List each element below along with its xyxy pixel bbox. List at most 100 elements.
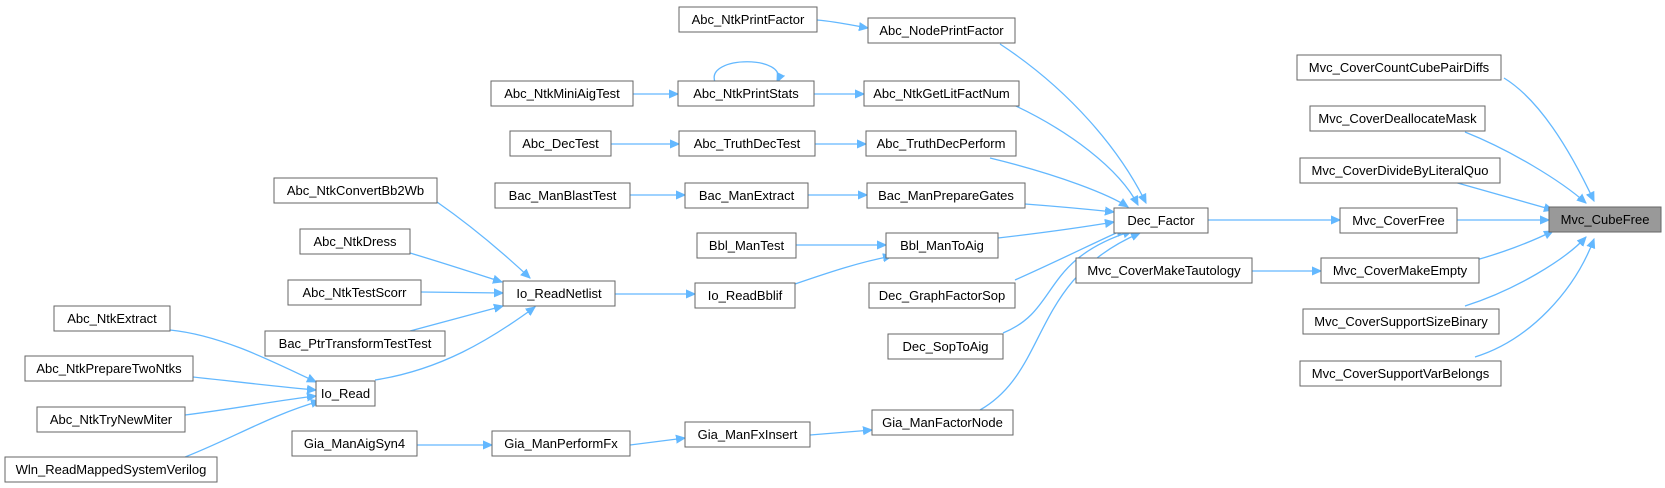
edges	[169, 19, 1594, 460]
edge-factornode-decfactor	[979, 233, 1140, 411]
node-mvc-cover-support-size-binary[interactable]: Mvc_CoverSupportSizeBinary	[1302, 308, 1500, 335]
node-abc-ntk-extract[interactable]: Abc_NtkExtract	[53, 305, 171, 332]
node-box	[887, 333, 1004, 360]
edge-printstats-self	[713, 61, 778, 82]
node-box	[696, 232, 797, 259]
node-label: Abc_DecTest	[522, 136, 599, 151]
edge-trynewmiter-ioread	[184, 396, 316, 416]
node-gia-man-fx-insert[interactable]: Gia_ManFxInsert	[684, 421, 811, 448]
edge-ntkprintfactor-nodeprintfactor	[816, 19, 868, 28]
edge-soptoaig-decfactor	[1002, 231, 1132, 334]
node-label: Dec_GraphFactorSop	[879, 288, 1005, 303]
node-abc-ntk-convert-bb2-wb[interactable]: Abc_NtkConvertBb2Wb	[273, 177, 438, 204]
node-box	[1548, 206, 1662, 233]
node-gia-man-perform-fx[interactable]: Gia_ManPerformFx	[491, 430, 631, 457]
node-abc-ntk-print-stats[interactable]: Abc_NtkPrintStats	[677, 80, 815, 107]
node-box	[1296, 54, 1502, 81]
node-label: Dec_SopToAig	[903, 339, 989, 354]
node-label: Gia_ManAigSyn4	[304, 436, 405, 451]
node-label: Mvc_CoverFree	[1352, 213, 1444, 228]
node-mvc-cover-make-tautology[interactable]: Mvc_CoverMakeTautology	[1075, 257, 1253, 284]
node-bac-ptr-transform-test-test[interactable]: Bac_PtrTransformTestTest	[264, 330, 446, 357]
node-bac-man-extract[interactable]: Bac_ManExtract	[684, 182, 809, 209]
node-bac-man-blast-test[interactable]: Bac_ManBlastTest	[494, 182, 631, 209]
edge-nodeprintfactor-decfactor	[999, 43, 1147, 203]
edge-convertbb2wb-readnetlist	[436, 201, 530, 278]
node-mvc-cube-free[interactable]: Mvc_CubeFree	[1548, 206, 1662, 233]
node-label: Mvc_CoverSupportSizeBinary	[1314, 314, 1488, 329]
node-gia-man-aig-syn4[interactable]: Gia_ManAigSyn4	[291, 430, 418, 457]
node-label: Io_ReadNetlist	[516, 286, 602, 301]
node-label: Mvc_CoverCountCubePairDiffs	[1309, 60, 1490, 75]
node-abc-truth-dec-test[interactable]: Abc_TruthDecTest	[678, 130, 816, 157]
node-label: Bac_PtrTransformTestTest	[279, 336, 432, 351]
node-abc-truth-dec-perform[interactable]: Abc_TruthDecPerform	[865, 130, 1017, 157]
node-io-read-bblif[interactable]: Io_ReadBblif	[694, 282, 796, 309]
node-bbl-man-to-aig[interactable]: Bbl_ManToAig	[885, 232, 999, 259]
node-label: Abc_NtkExtract	[67, 311, 157, 326]
node-box	[491, 430, 631, 457]
edge-truthdecperform-decfactor	[989, 157, 1128, 207]
node-label: Bbl_ManTest	[709, 238, 785, 253]
node-io-read-netlist[interactable]: Io_ReadNetlist	[502, 280, 616, 307]
node-abc-ntk-mini-aig-test[interactable]: Abc_NtkMiniAigTest	[490, 80, 634, 107]
edge-bblmantoaig-decfactor	[997, 222, 1114, 239]
node-box	[678, 130, 816, 157]
node-bac-man-prepare-gates[interactable]: Bac_ManPrepareGates	[866, 182, 1026, 209]
node-label: Abc_NtkConvertBb2Wb	[287, 183, 424, 198]
node-abc-ntk-print-factor[interactable]: Abc_NtkPrintFactor	[678, 6, 818, 33]
node-box	[1320, 257, 1480, 284]
edge-wlnread-ioread	[179, 401, 320, 460]
node-label: Bac_ManExtract	[699, 188, 795, 203]
node-box	[684, 421, 811, 448]
node-box	[1302, 308, 1500, 335]
node-label: Gia_ManFactorNode	[882, 415, 1003, 430]
node-label: Gia_ManPerformFx	[504, 436, 618, 451]
edge-ioread-readnetlist	[374, 307, 535, 381]
node-label: Abc_TruthDecTest	[694, 136, 801, 151]
node-box	[4, 456, 218, 483]
node-box	[694, 282, 796, 309]
node-mvc-cover-divide-by-literal-quo[interactable]: Mvc_CoverDivideByLiteralQuo	[1299, 157, 1501, 184]
node-label: Io_Read	[321, 386, 370, 401]
node-mvc-cover-make-empty[interactable]: Mvc_CoverMakeEmpty	[1320, 257, 1480, 284]
node-label: Abc_NtkPrintStats	[693, 86, 799, 101]
node-box	[24, 355, 194, 382]
node-io-read[interactable]: Io_Read	[315, 380, 376, 407]
edge-dress-readnetlist	[409, 252, 502, 282]
node-mvc-cover-free[interactable]: Mvc_CoverFree	[1339, 207, 1458, 234]
node-label: Abc_NtkTryNewMiter	[50, 412, 173, 427]
node-box	[502, 280, 616, 307]
node-box	[1299, 360, 1502, 387]
node-label: Abc_NtkPrepareTwoNtks	[36, 361, 182, 376]
node-dec-factor[interactable]: Dec_Factor	[1113, 207, 1209, 234]
node-mvc-cover-count-cube-pair-diffs[interactable]: Mvc_CoverCountCubePairDiffs	[1296, 54, 1502, 81]
node-abc-ntk-get-lit-fact-num[interactable]: Abc_NtkGetLitFactNum	[863, 80, 1020, 107]
node-mvc-cover-deallocate-mask[interactable]: Mvc_CoverDeallocateMask	[1309, 105, 1486, 132]
node-abc-ntk-dress[interactable]: Abc_NtkDress	[299, 228, 411, 255]
node-box	[866, 182, 1026, 209]
node-mvc-cover-support-var-belongs[interactable]: Mvc_CoverSupportVarBelongs	[1299, 360, 1502, 387]
node-label: Dec_Factor	[1127, 213, 1195, 228]
edge-ntkextract-ioread	[169, 329, 316, 383]
node-abc-node-print-factor[interactable]: Abc_NodePrintFactor	[867, 17, 1016, 44]
node-abc-ntk-try-new-miter[interactable]: Abc_NtkTryNewMiter	[36, 406, 186, 433]
node-box	[264, 330, 446, 357]
node-box	[1299, 157, 1501, 184]
node-box	[36, 406, 186, 433]
node-box	[865, 130, 1017, 157]
node-dec-sop-to-aig[interactable]: Dec_SopToAig	[887, 333, 1004, 360]
node-abc-ntk-test-scorr[interactable]: Abc_NtkTestScorr	[287, 279, 422, 306]
node-dec-graph-factor-sop[interactable]: Dec_GraphFactorSop	[868, 282, 1016, 309]
node-wln-read-mapped-system-verilog[interactable]: Wln_ReadMappedSystemVerilog	[4, 456, 218, 483]
node-box	[299, 228, 411, 255]
node-bbl-man-test[interactable]: Bbl_ManTest	[696, 232, 797, 259]
node-abc-dec-test[interactable]: Abc_DecTest	[509, 130, 612, 157]
node-abc-ntk-prepare-two-ntks[interactable]: Abc_NtkPrepareTwoNtks	[24, 355, 194, 382]
node-label: Mvc_CoverDivideByLiteralQuo	[1311, 163, 1488, 178]
edge-deallocatemask-cubefree	[1464, 131, 1586, 203]
nodes: Mvc_CubeFree Mvc_CoverCountCubePairDiffsM…	[4, 6, 1662, 483]
node-box	[509, 130, 612, 157]
node-gia-man-factor-node[interactable]: Gia_ManFactorNode	[871, 409, 1014, 436]
node-label: Bbl_ManToAig	[900, 238, 984, 253]
